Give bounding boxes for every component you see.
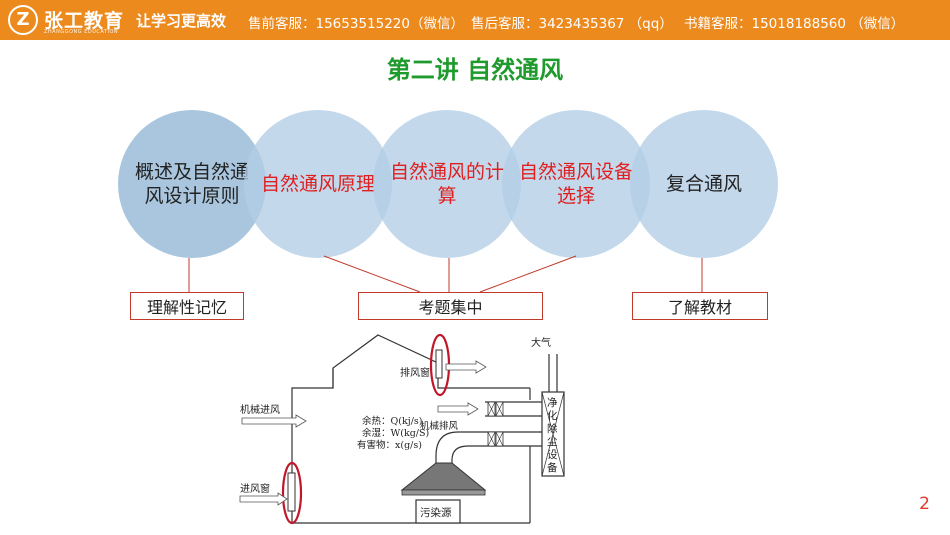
inlet-window-shape (287, 472, 296, 512)
moisture-label: 余湿：W(kg/S) (362, 427, 429, 439)
circle-composite-label: 复合通风 (665, 173, 742, 195)
exhaust-window-shape (435, 349, 443, 379)
purifier-char-1: 净 (547, 396, 558, 409)
purifier-char-4: 尘 (547, 436, 558, 448)
circle-calculation-label: 自然通风的计算 (389, 161, 504, 207)
slide-title: 第二讲 自然通风 (386, 56, 564, 84)
page-number: 2 (919, 494, 930, 514)
pollution-source-label: 污染源 (420, 506, 452, 519)
aftersale-contact: 售后客服：3423435367 （qq） (471, 16, 673, 32)
purifier-char-3: 除 (547, 422, 558, 435)
inlet-window-label: 进风窗 (240, 482, 270, 495)
brand-name: 张工教育 (44, 10, 125, 32)
books-contact: 书籍客服：15018188560 （微信） (684, 16, 905, 32)
mech-exhaust-label: 机械排风 (420, 420, 459, 432)
atmosphere-label: 大气 (531, 336, 551, 349)
slogan: 让学习更高效 (136, 12, 227, 30)
exhaust-window-label: 排风窗 (400, 366, 430, 379)
exhaust-hood (400, 462, 487, 491)
purifier-char-2: 化 (547, 409, 558, 422)
ventilation-diagram: 排风窗 机械进风 进风窗 余热：Q(kj/s) 余湿：W(kg/S) 有害物：x… (239, 333, 565, 525)
presale-contact: 售前客服：15653515220（微信） (248, 16, 464, 32)
pollution-source-box (415, 499, 461, 524)
textbook-box: 了解教材 (632, 292, 768, 320)
mech-inlet-label: 机械进风 (240, 403, 280, 416)
focus-box: 考题集中 (358, 292, 543, 320)
heat-arrow (437, 402, 479, 416)
circle-equipment-label: 自然通风设备选择 (518, 161, 633, 207)
circle-composite: 复合通风 (630, 110, 778, 258)
circle-calculation: 自然通风的计算 (373, 110, 521, 258)
circle-overview-label: 概述及自然通风设计原则 (134, 161, 249, 207)
brand-logo-icon: Z (8, 5, 38, 35)
heat-label: 余热：Q(kj/s) (362, 415, 422, 427)
inlet-window-arrow (239, 492, 288, 506)
purifier-char-6: 备 (547, 461, 558, 474)
inlet-window-highlight (281, 461, 303, 525)
circle-principle-label: 自然通风原理 (260, 173, 375, 195)
brand-subtitle: ZHANGGONG EDUCATION (44, 29, 119, 35)
textbook-box-label: 了解教材 (667, 298, 732, 317)
memory-box: 理解性记忆 (130, 292, 244, 320)
memory-box-label: 理解性记忆 (146, 298, 227, 317)
exhaust-arrow (445, 360, 487, 374)
purifier-char-5: 设 (547, 449, 558, 461)
circle-principle: 自然通风原理 (244, 110, 392, 258)
focus-box-label: 考题集中 (418, 298, 483, 317)
header-bar: Z 张工教育 ZHANGGONG EDUCATION 让学习更高效 售前客服：1… (0, 0, 950, 40)
circle-equipment: 自然通风设备选择 (502, 110, 650, 258)
circle-overview: 概述及自然通风设计原则 (118, 110, 266, 258)
harmful-label: 有害物：x(g/s) (357, 439, 422, 451)
mech-inlet-arrow (241, 414, 307, 428)
building-outline (291, 334, 530, 523)
